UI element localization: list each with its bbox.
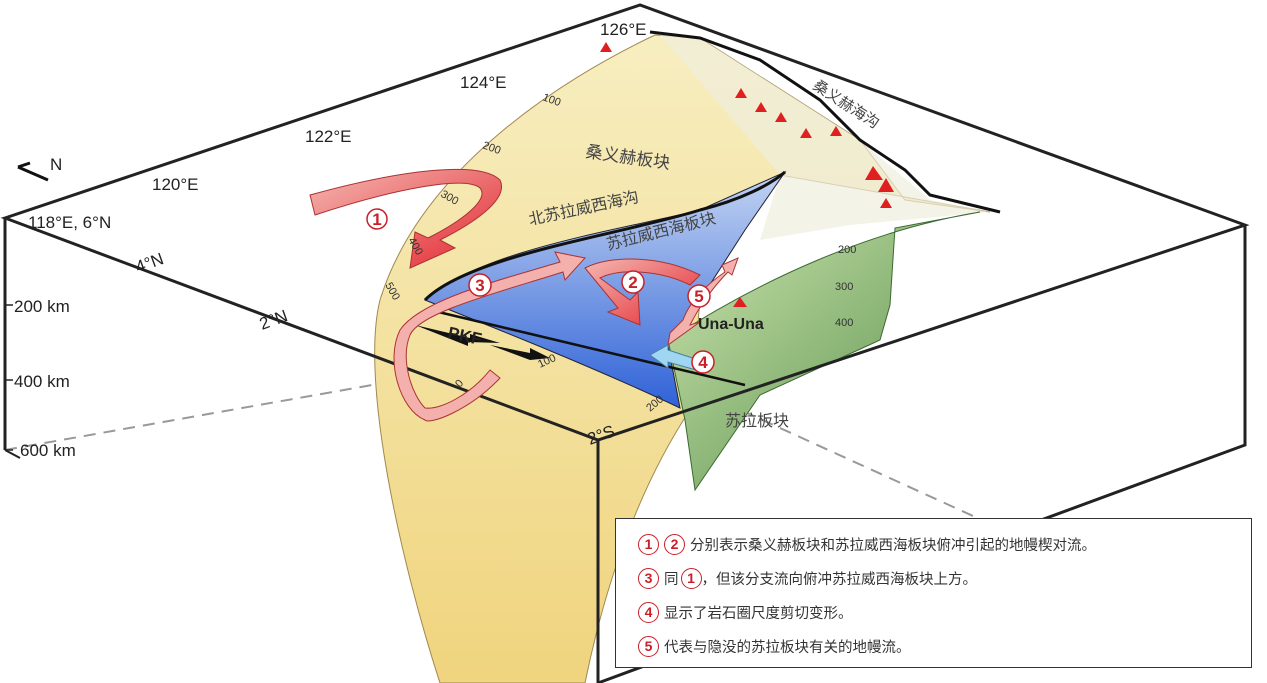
legend-text: 代表与隐没的苏拉板块有关的地幔流。 — [664, 639, 911, 656]
contour-label: 200 — [838, 244, 856, 256]
legend-text-prefix: 同 — [664, 571, 679, 588]
contour-label: 400 — [835, 317, 853, 329]
compass-label: N — [50, 155, 62, 174]
svg-text:3: 3 — [475, 276, 484, 295]
legend-text: 分别表示桑义赫板块和苏拉威西海板块俯冲引起的地幔楔对流。 — [690, 537, 1096, 554]
volcano-icons — [600, 42, 894, 307]
north-sulawesi-trench-line — [423, 170, 786, 302]
legend-item: 5 代表与隐没的苏拉板块有关的地幔流。 — [638, 629, 1251, 663]
contour-label: 300 — [835, 281, 853, 293]
depth-label-600: 600 km — [20, 441, 76, 460]
lon-label-126: 126°E — [600, 20, 647, 39]
lat-label-2n: 2°N — [257, 306, 290, 334]
flow-marker-badge: 4 — [638, 601, 659, 623]
flow-marker-3: 3 — [468, 273, 492, 297]
flow-marker-badge: 3 — [638, 567, 659, 589]
box-top-edges — [0, 3, 1250, 683]
pkf-arrow-left — [415, 325, 500, 346]
pkf-arrow-right — [490, 345, 550, 360]
flow-marker-1: 1 — [366, 208, 388, 230]
lat-label-4n: 4°N — [133, 249, 166, 277]
box-left-face-edge — [4, 449, 21, 459]
lon-label-120: 120°E — [152, 175, 199, 194]
depth-label-200: 200 km — [14, 297, 70, 316]
legend-item: 1 2 分别表示桑义赫板块和苏拉威西海板块俯冲引起的地幔楔对流。 — [638, 527, 1251, 561]
contour-label: 200 — [481, 140, 502, 158]
lon-label-122: 122°E — [305, 127, 352, 146]
flow-marker-badge: 5 — [638, 635, 659, 657]
flow-arrow-2 — [584, 258, 701, 326]
depth-label-400: 400 km — [14, 372, 70, 391]
sangihe-trench-line — [649, 30, 1001, 214]
sula-plate-label: 苏拉板块 — [725, 411, 789, 430]
contour-label: 100 — [541, 92, 562, 110]
legend-text: 显示了岩石圈尺度剪切变形。 — [664, 605, 853, 622]
legend-item: 4 显示了岩石圈尺度剪切变形。 — [638, 595, 1251, 629]
una-una-label: Una-Una — [698, 316, 764, 333]
flow-arrow-1 — [309, 168, 503, 269]
legend-text: ，但该分支流向俯冲苏拉威西海板块上方。 — [701, 571, 978, 588]
north-arrow-icon — [17, 161, 49, 182]
flow-marker-badge: 1 — [680, 567, 702, 589]
flow-marker-5: 5 — [687, 284, 711, 308]
lon-label-124: 124°E — [460, 73, 507, 92]
svg-text:1: 1 — [372, 210, 381, 229]
flow-marker-4: 4 — [691, 350, 715, 374]
svg-text:4: 4 — [698, 353, 708, 372]
flow-marker-2: 2 — [621, 270, 645, 294]
legend: 1 2 分别表示桑义赫板块和苏拉威西海板块俯冲引起的地幔楔对流。 3 同 1 ，… — [615, 518, 1252, 668]
pkf-fault-line — [429, 308, 746, 387]
depth-ticks — [5, 304, 13, 451]
svg-text:5: 5 — [694, 287, 703, 306]
svg-text:2: 2 — [628, 273, 637, 292]
sangihe-surface — [660, 35, 990, 240]
corner-label: 118°E, 6°N — [28, 213, 111, 232]
flow-marker-badge: 1 — [638, 533, 659, 555]
flow-marker-badge: 2 — [664, 533, 685, 555]
legend-item: 3 同 1 ，但该分支流向俯冲苏拉威西海板块上方。 — [638, 561, 1251, 595]
sula-slab — [667, 211, 981, 492]
